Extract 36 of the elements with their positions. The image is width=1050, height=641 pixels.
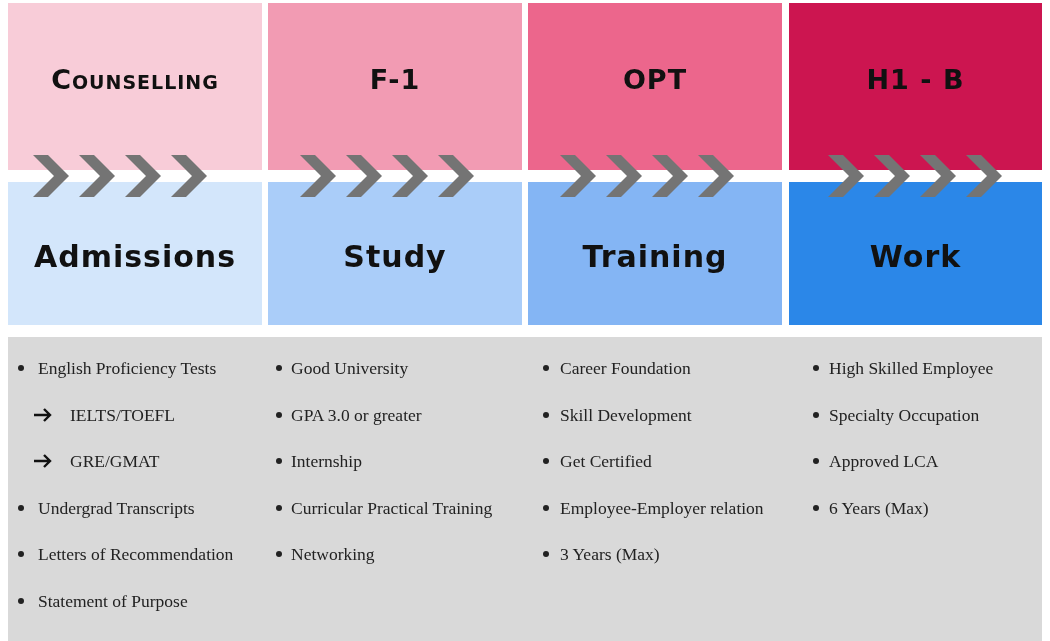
heading-box xyxy=(8,3,262,170)
list-item: Approved LCA xyxy=(829,451,939,472)
stage-box xyxy=(789,182,1042,325)
list-item: GRE/GMAT xyxy=(70,451,160,472)
heading-box xyxy=(528,3,782,170)
list-item: Letters of Recommendation xyxy=(38,544,234,565)
list-item: GPA 3.0 or greater xyxy=(291,404,422,425)
list-item: High Skilled Employee xyxy=(829,358,994,378)
stage-box xyxy=(8,182,262,325)
list-item: 3 Years (Max) xyxy=(560,544,660,565)
stage-title: Study xyxy=(343,239,447,274)
list-item: Employee-Employer relation xyxy=(560,497,764,518)
list-item: English Proficiency Tests xyxy=(38,358,217,378)
list-item: Good University xyxy=(291,358,409,378)
list-item: 6 Years (Max) xyxy=(829,497,929,518)
list-item: Skill Development xyxy=(560,404,692,425)
list-item: Career Foundation xyxy=(560,358,691,378)
stage-heading: OPT xyxy=(622,64,688,95)
stage-title: Work xyxy=(869,239,962,274)
list-item: Get Certified xyxy=(560,451,652,472)
list-item: Networking xyxy=(291,544,375,565)
stage-heading: F-1 xyxy=(369,64,421,95)
list-item: Internship xyxy=(291,451,362,472)
list-item: Statement of Purpose xyxy=(38,591,188,611)
stage-title: Training xyxy=(582,239,728,274)
list-item: Curricular Practical Training xyxy=(291,497,493,518)
list-item: Specialty Occupation xyxy=(829,404,980,425)
stage-box xyxy=(268,182,522,325)
stage-heading: H1 - B xyxy=(866,64,965,95)
stage-title: Admissions xyxy=(33,239,237,274)
list-item: IELTS/TOEFL xyxy=(70,404,175,425)
list-item: Undergrad Transcripts xyxy=(38,497,195,518)
stage-heading: Counselling xyxy=(51,64,219,95)
heading-box xyxy=(268,3,522,170)
heading-box xyxy=(789,3,1042,170)
stage-box xyxy=(528,182,782,325)
